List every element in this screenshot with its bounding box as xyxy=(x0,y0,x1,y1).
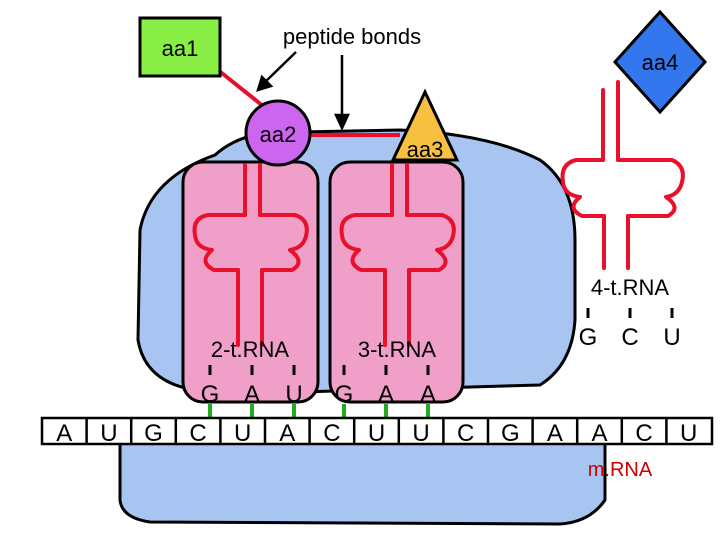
trna-2-anticodon: G A U xyxy=(201,381,303,408)
anticodon-base: A xyxy=(378,381,394,408)
anticodon-base: A xyxy=(244,381,260,408)
mrna-label: m.RNA xyxy=(588,459,653,481)
amino-acid-aa3 xyxy=(390,88,460,162)
peptide-bond-arrows xyxy=(256,51,350,131)
aa4-label: aa4 xyxy=(642,50,679,75)
aa2-label: aa2 xyxy=(260,122,297,147)
anticodon-base: A xyxy=(420,381,436,408)
mrna-base: C xyxy=(323,420,340,447)
mrna-base: U xyxy=(680,420,697,447)
peptide-bond-aa1-aa2 xyxy=(216,68,270,112)
anticodon-base: G xyxy=(335,381,354,408)
aa3-label: aa3 xyxy=(407,137,444,162)
trna-site-p xyxy=(181,160,320,404)
anticodon-base: U xyxy=(285,381,302,408)
amino-acid-aa4 xyxy=(612,9,708,115)
anticodon-base: U xyxy=(663,324,680,351)
trna-3-label: 3-t.RNA xyxy=(358,337,437,362)
mrna-base: U xyxy=(234,420,251,447)
peptide-bonds-label: peptide bonds xyxy=(283,24,421,49)
mrna-base: C xyxy=(457,420,474,447)
trna-4-structure xyxy=(560,80,685,270)
mrna-base: A xyxy=(56,420,72,447)
anticodon-base: G xyxy=(579,324,598,351)
mrna-base: G xyxy=(501,420,520,447)
ribosome-small-subunit xyxy=(118,430,607,526)
codon-pair-lines xyxy=(208,404,430,418)
mrna-backbone xyxy=(40,416,714,446)
trna-site-a xyxy=(328,160,465,404)
trna-3-anticodon: G A A xyxy=(335,381,436,408)
mrna-base: A xyxy=(279,420,295,447)
trna-2-label: 2-t.RNA xyxy=(211,337,290,362)
trna-2-structure xyxy=(192,163,309,347)
anticodon-connectors xyxy=(208,308,674,375)
mrna-base: A xyxy=(591,420,607,447)
mrna-base: C xyxy=(635,420,652,447)
mrna-base: U xyxy=(412,420,429,447)
amino-acid-aa1 xyxy=(138,16,222,78)
anticodon-base: G xyxy=(201,381,220,408)
mrna-base: G xyxy=(144,420,163,447)
anticodon-base: C xyxy=(621,324,638,351)
aa1-label: aa1 xyxy=(162,36,199,61)
mrna-base: A xyxy=(547,420,563,447)
amino-acid-aa2 xyxy=(244,99,312,167)
trna-4-label: 4-t.RNA xyxy=(591,275,670,300)
trna-4-anticodon: G C U xyxy=(579,324,681,351)
mrna-base: U xyxy=(100,420,117,447)
mrna-base: C xyxy=(189,420,206,447)
mrna-base: U xyxy=(368,420,385,447)
trna-3-structure xyxy=(339,163,456,347)
